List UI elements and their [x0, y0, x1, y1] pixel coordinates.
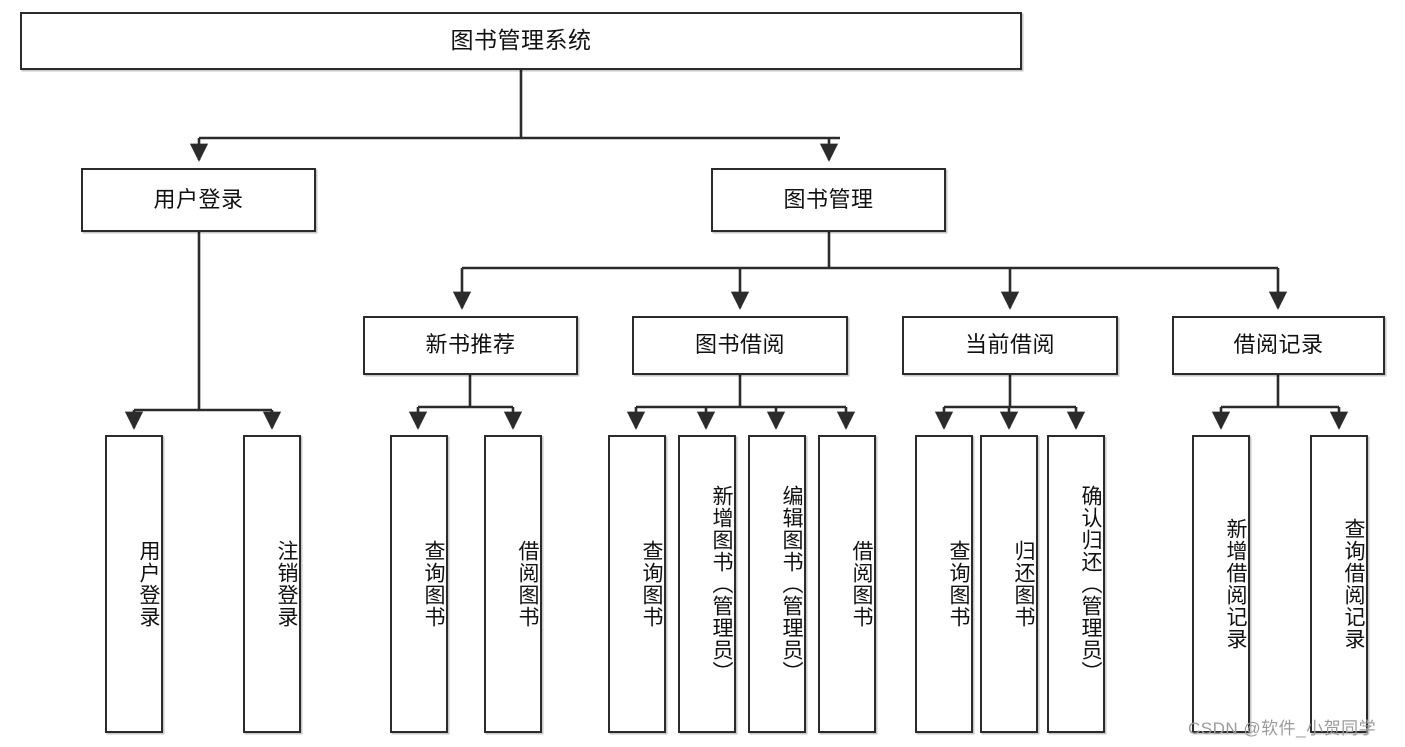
node-label: 借阅图书 [516, 540, 539, 628]
leaf-borrow-record-query-record[interactable]: 查询借阅记录 [1310, 435, 1368, 733]
node-label: 图书管理 [783, 186, 874, 212]
node-label: 归还图书 [1012, 540, 1035, 628]
leaf-user-login-login[interactable]: 用户登录 [105, 435, 163, 733]
leaf-new-book-borrow-book[interactable]: 借阅图书 [484, 435, 542, 733]
node-root-book-management-system[interactable]: 图书管理系统 [20, 12, 1022, 70]
leaf-current-borrow-return-book[interactable]: 归还图书 [980, 435, 1038, 733]
leaf-book-borrow-borrow-book[interactable]: 借阅图书 [818, 435, 876, 733]
node-label: 查询图书 [422, 540, 445, 628]
node-label: 注销登录 [275, 540, 298, 628]
node-label: 用户登录 [153, 186, 244, 212]
node-label: 借阅图书 [850, 540, 873, 628]
node-user-login[interactable]: 用户登录 [81, 168, 316, 232]
leaf-user-login-logout[interactable]: 注销登录 [243, 435, 301, 733]
node-label: 确认归还（管理员） [1079, 485, 1102, 683]
node-label: 新增借阅记录 [1224, 518, 1247, 650]
node-label: 新书推荐 [425, 332, 516, 358]
node-label: 当前借阅 [964, 332, 1055, 358]
node-current-borrow[interactable]: 当前借阅 [902, 316, 1118, 375]
leaf-new-book-query-book[interactable]: 查询图书 [390, 435, 448, 733]
node-new-book-recommend[interactable]: 新书推荐 [363, 316, 578, 375]
node-label: 查询借阅记录 [1342, 518, 1365, 650]
node-label: 新增图书（管理员） [710, 485, 733, 683]
node-borrow-record[interactable]: 借阅记录 [1172, 316, 1385, 375]
node-label: 查询图书 [947, 540, 970, 628]
node-label: 编辑图书（管理员） [780, 485, 803, 683]
node-label: 用户登录 [137, 540, 160, 628]
leaf-book-borrow-edit-book-admin[interactable]: 编辑图书（管理员） [748, 435, 806, 733]
node-label: 借阅记录 [1233, 332, 1324, 358]
node-label: 图书借阅 [694, 332, 785, 358]
node-label: 查询图书 [640, 540, 663, 628]
leaf-book-borrow-add-book-admin[interactable]: 新增图书（管理员） [678, 435, 736, 733]
csdn-watermark: CSDN @软件_小贺同学 [1188, 719, 1377, 738]
leaf-current-borrow-query-book[interactable]: 查询图书 [915, 435, 973, 733]
leaf-book-borrow-query-book[interactable]: 查询图书 [608, 435, 666, 733]
node-label: 图书管理系统 [450, 27, 592, 54]
node-book-borrow[interactable]: 图书借阅 [632, 316, 848, 375]
node-book-management[interactable]: 图书管理 [711, 168, 946, 232]
leaf-borrow-record-add-record[interactable]: 新增借阅记录 [1192, 435, 1250, 733]
leaf-current-borrow-confirm-return-admin[interactable]: 确认归还（管理员） [1047, 435, 1105, 733]
